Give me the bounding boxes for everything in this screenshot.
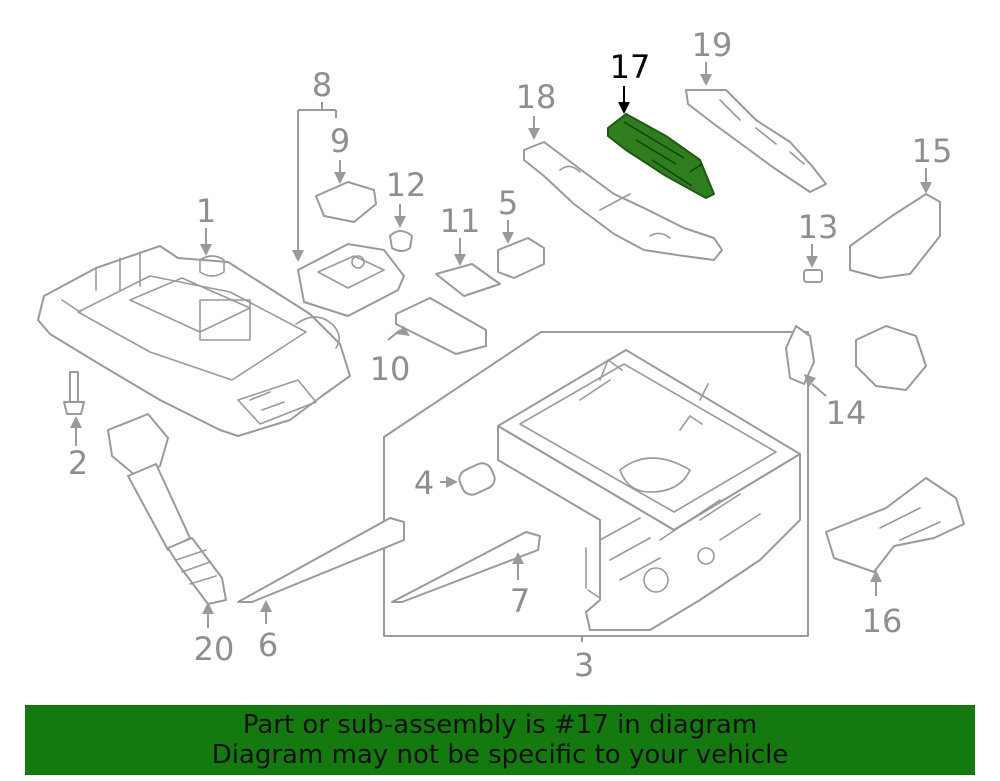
part-6-trim [237, 517, 405, 603]
callout-16: 16 [862, 602, 903, 640]
callout-4: 4 [414, 464, 434, 502]
callout-10: 10 [370, 350, 411, 388]
part-13-hose [727, 231, 959, 391]
part-19-bracket [685, 89, 827, 193]
banner-line-2: Diagram may not be specific to your vehi… [211, 740, 789, 770]
part-7-trim [391, 531, 541, 603]
callout-3: 3 [574, 646, 594, 684]
part-11-label [435, 263, 501, 297]
callout-1: 1 [196, 192, 216, 230]
info-banner: Part or sub-assembly is #17 in diagram D… [25, 705, 975, 775]
part-1-module [37, 245, 351, 437]
part-16-bracket [825, 477, 965, 573]
callout-7: 7 [510, 582, 530, 620]
part-4-seal [458, 462, 496, 496]
part-15-shield [849, 193, 941, 279]
part-3-housing [497, 349, 801, 631]
callout-12: 12 [386, 166, 427, 204]
part-18-bracket [523, 141, 723, 261]
callout-19: 19 [692, 26, 733, 64]
part-2-bolt [63, 371, 85, 415]
callout-14: 14 [826, 394, 867, 432]
callout-5: 5 [498, 184, 518, 222]
part-10-cover [395, 297, 487, 355]
callout-8: 8 [312, 66, 332, 104]
callout-2: 2 [68, 444, 88, 482]
callout-13: 13 [798, 208, 839, 246]
part-20-pedal [107, 413, 227, 605]
callout-18: 18 [516, 78, 557, 116]
part-12-clip [389, 230, 413, 252]
banner-line-1: Part or sub-assembly is #17 in diagram [242, 710, 758, 740]
callout-20: 20 [194, 630, 235, 668]
part-9-cover [315, 181, 377, 223]
callout-6: 6 [258, 626, 278, 664]
part-5-bracket [497, 237, 545, 279]
callout-15: 15 [912, 132, 953, 170]
parts-diagram: 1 2 3 4 5 6 7 8 9 10 11 12 13 14 15 16 1… [37, 26, 965, 684]
callout-11: 11 [440, 202, 481, 240]
part-14-bracket [785, 325, 815, 385]
part-17-highlighted [607, 113, 715, 199]
callout-17: 17 [610, 48, 651, 86]
callout-9: 9 [330, 122, 350, 160]
part-8-bracket [297, 243, 405, 317]
leader-lines [70, 62, 932, 642]
